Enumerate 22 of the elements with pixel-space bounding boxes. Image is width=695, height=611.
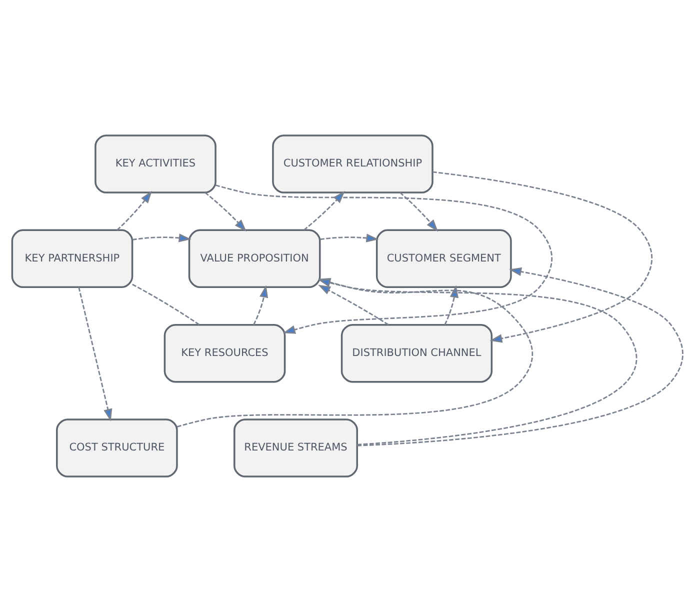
arrow <box>116 190 152 230</box>
arrow <box>320 233 379 242</box>
arrow <box>204 191 247 232</box>
node-box: KEY ACTIVITIES <box>94 134 216 193</box>
arrow <box>215 184 552 334</box>
node-box: CUSTOMER SEGMENT <box>376 228 512 288</box>
node-box: KEY RESOURCES <box>164 323 286 382</box>
node-box: CUSTOMER RELATIONSHIP <box>272 134 434 193</box>
node-box: COST STRUCTURE <box>56 418 178 477</box>
arrow <box>253 284 268 325</box>
arrow <box>132 233 192 242</box>
node-box: KEY PARTNERSHIP <box>11 228 134 288</box>
arrow <box>357 266 684 446</box>
node-box: DISTRIBUTION CHANNEL <box>340 323 493 382</box>
connector <box>132 283 200 325</box>
arrow <box>303 190 345 230</box>
arrow <box>432 170 653 342</box>
arrow <box>78 286 112 421</box>
node-box: REVENUE STREAMS <box>234 418 358 477</box>
node-box: VALUE PROPOSITION <box>188 228 321 288</box>
arrow <box>318 284 389 325</box>
arrow <box>399 191 438 232</box>
